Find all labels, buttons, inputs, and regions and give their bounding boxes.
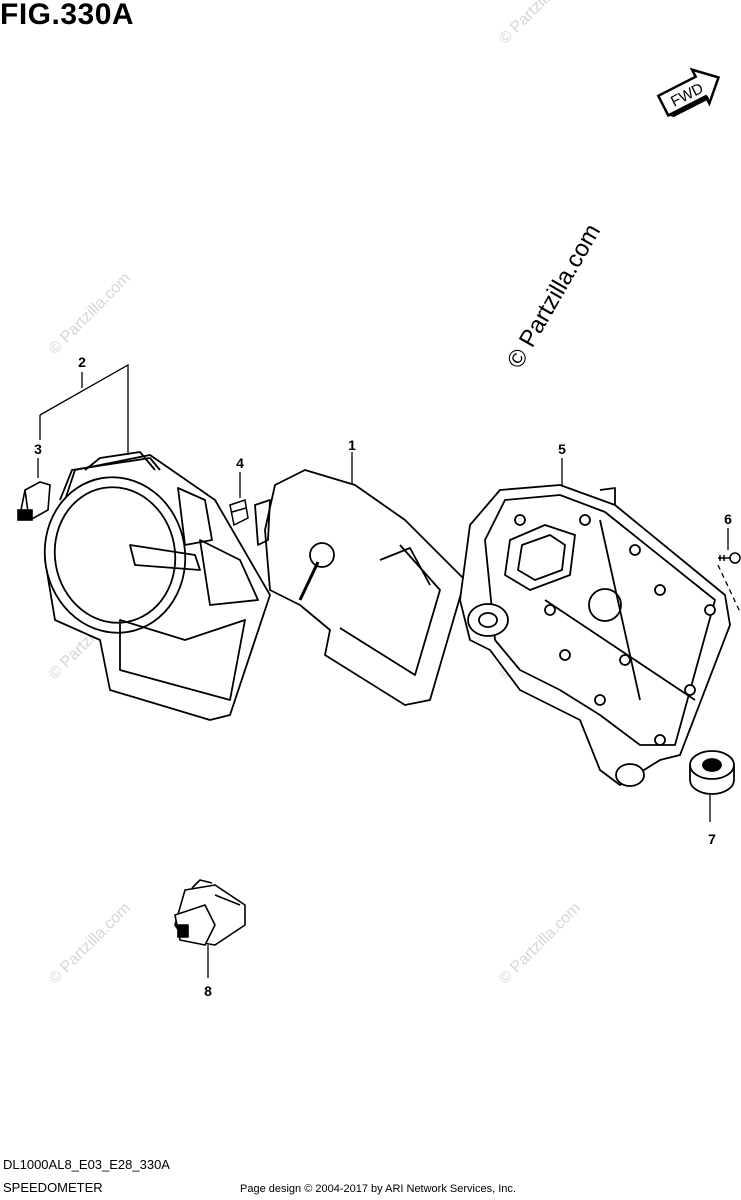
meter-cover: [43, 451, 271, 721]
callout-8: 8: [204, 983, 212, 999]
callout-6: 6: [724, 511, 732, 527]
callout-7: 7: [708, 831, 716, 847]
watermark: © Partzilla.com: [46, 900, 134, 988]
model-code: DL1000AL8_E03_E28_330A: [3, 1157, 170, 1172]
copyright-notice: Page design © 2004-2017 by ARI Network S…: [240, 1183, 516, 1195]
sensor-connector: [174, 879, 246, 946]
figure-title: FIG.330A: [0, 0, 135, 31]
callout-1: 1: [348, 437, 356, 453]
screw: [718, 552, 741, 564]
callout-2: 2: [78, 354, 86, 370]
forward-arrow-badge: FWD: [656, 67, 721, 118]
leader-lines: [37, 363, 741, 978]
lower-case: [459, 484, 731, 787]
watermark: © Partzilla.com: [496, 0, 584, 48]
section-name: SPEEDOMETER: [3, 1180, 103, 1195]
meter-unit: [254, 469, 466, 706]
callout-labels: 2 3 4 1 5 6 7 8: [34, 354, 732, 999]
push-button: [17, 481, 51, 521]
callout-4: 4: [236, 455, 244, 471]
clip: [229, 499, 249, 527]
callout-5: 5: [558, 441, 566, 457]
watermark: © Partzilla.com: [46, 270, 134, 358]
watermark-large: © Partzilla.com: [502, 219, 606, 373]
callout-3: 3: [34, 441, 42, 457]
grommet: [689, 750, 735, 795]
watermark: © Partzilla.com: [496, 900, 584, 988]
